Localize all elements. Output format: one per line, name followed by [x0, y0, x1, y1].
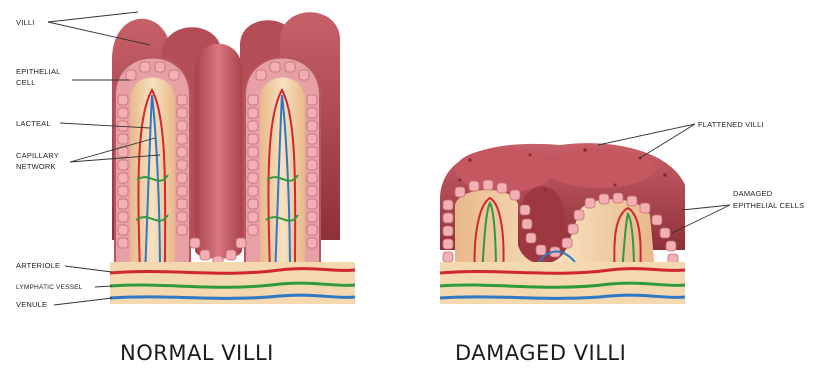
caption-damaged-villi: DAMAGED VILLI	[455, 341, 626, 365]
villus-center	[195, 44, 242, 259]
label-capillary-line1: CAPILLARY	[16, 151, 59, 160]
normal-villi-illustration	[110, 12, 355, 304]
label-epithelial-line2: CELL	[16, 78, 36, 87]
label-villi: VILLI	[16, 18, 35, 27]
damaged-villi-illustration	[440, 143, 685, 304]
label-venule: VENULE	[16, 300, 47, 309]
label-epithelial-line1: EPITHELIAL	[16, 67, 61, 76]
caption-normal-villi: NORMAL VILLI	[120, 341, 274, 365]
label-arteriole: ARTERIOLE	[16, 261, 60, 270]
label-capillary-line2: NETWORK	[16, 162, 56, 171]
label-damaged-line2: EPITHELIAL CELLS	[733, 201, 804, 210]
label-lacteal: LACTEAL	[16, 119, 51, 128]
label-flattened-villi: FLATTENED VILLI	[698, 120, 764, 129]
label-damaged-line1: DAMAGED	[733, 189, 773, 198]
flattened-mound	[545, 148, 655, 188]
label-lymphatic-vessel: LYMPHATIC VESSEL	[16, 284, 83, 291]
